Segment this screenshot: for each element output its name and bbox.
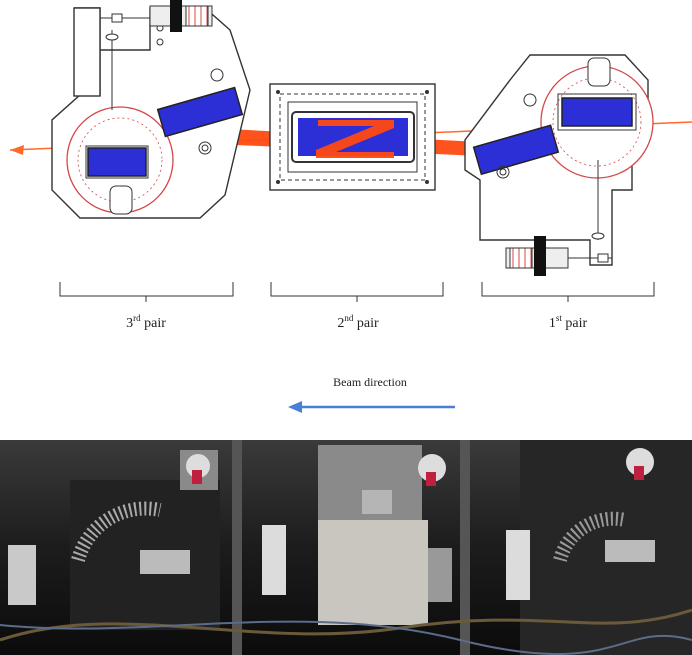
first-pair-device: [464, 54, 654, 276]
third-magnet-upper: [156, 86, 244, 138]
beam-direction-label: Beam direction: [333, 375, 407, 389]
apparatus-photo: [0, 440, 692, 655]
bracket-third: [59, 282, 234, 302]
second-z-path: [316, 120, 394, 158]
schematic: 3rd pair 2nd pair 1st pair Beam directio…: [9, 0, 692, 413]
beam-exit-arrow: [10, 145, 24, 155]
bracket-second: [270, 282, 444, 302]
label-third-pair: 3rd pair: [126, 313, 166, 331]
label-second-pair: 2nd pair: [337, 313, 379, 331]
third-pair-device: [51, 0, 251, 219]
third-magnet-lower: [87, 147, 147, 177]
beam-direction-arrow-head: [288, 401, 302, 413]
bracket-first: [481, 282, 655, 302]
first-magnet-upper: [561, 97, 633, 127]
second-pair-device: [269, 83, 436, 191]
first-magnet-lower: [472, 124, 560, 176]
label-first-pair: 1st pair: [549, 313, 588, 331]
